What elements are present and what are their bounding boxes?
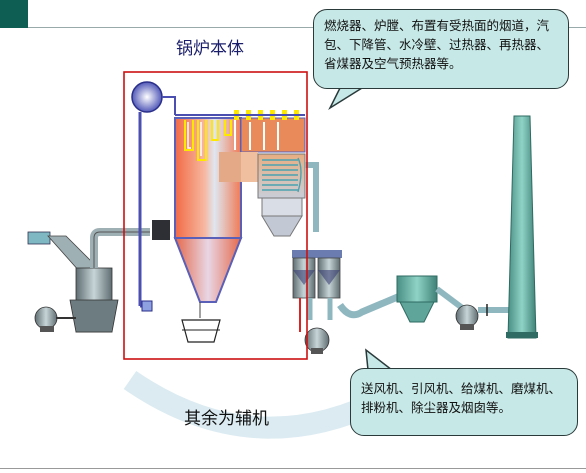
callout-pointer-top bbox=[328, 87, 365, 111]
corner-accent bbox=[0, 0, 28, 28]
forced-draft-fan bbox=[304, 327, 330, 354]
footer-divider bbox=[0, 468, 586, 469]
boiler-highlight-box bbox=[123, 71, 308, 360]
burner bbox=[152, 220, 170, 240]
coal-mill bbox=[27, 228, 150, 333]
callout-auxiliary-text: 送风机、引风机、给煤机、磨煤机、排粉机、除尘器及烟囱等。 bbox=[361, 381, 562, 415]
callout-auxiliary-equipment: 送风机、引风机、给煤机、磨煤机、排粉机、除尘器及烟囱等。 bbox=[350, 368, 578, 436]
induced-draft-fan bbox=[455, 304, 510, 330]
boiler-body-label: 锅炉本体 bbox=[176, 39, 244, 59]
callout-pointer-bottom bbox=[365, 348, 395, 371]
flue-duct bbox=[337, 292, 402, 319]
steam-drum bbox=[131, 81, 176, 312]
back-pass bbox=[257, 153, 319, 237]
callout-boiler-text: 燃烧器、炉膛、布置有受热面的烟道，汽包、下降管、水冷壁、过热器、再热器、省煤器及… bbox=[324, 18, 550, 71]
chimney bbox=[506, 115, 538, 339]
dust-collector bbox=[396, 275, 467, 323]
auxiliary-label: 其余为辅机 bbox=[184, 409, 269, 429]
header-divider bbox=[28, 27, 586, 28]
ash-hopper bbox=[181, 302, 221, 343]
callout-boiler-components: 燃烧器、炉膛、布置有受热面的烟道，汽包、下降管、水冷壁、过热器、再热器、省煤器及… bbox=[313, 9, 569, 89]
air-preheater bbox=[292, 250, 342, 332]
furnace bbox=[173, 110, 306, 303]
